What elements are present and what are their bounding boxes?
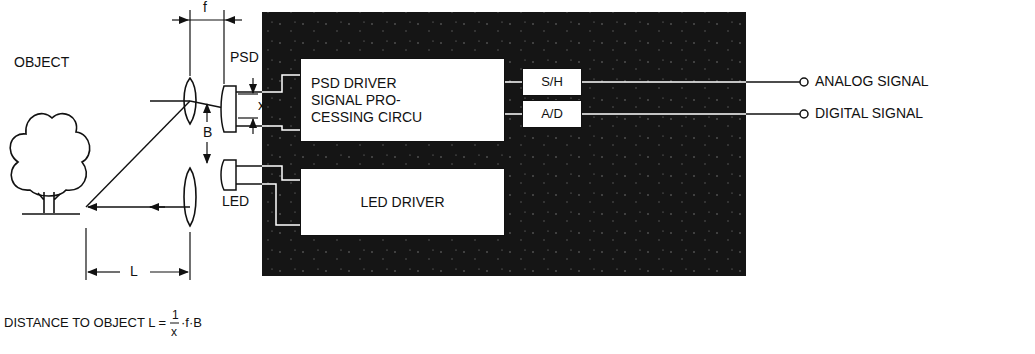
- housing: [262, 12, 746, 276]
- sensor: [221, 86, 236, 190]
- dimension-label: f: [203, 0, 207, 15]
- formula-text: ·f·B: [181, 315, 202, 330]
- converter-box: A/D: [522, 100, 582, 128]
- dimension-label: B: [203, 125, 212, 140]
- terminal: [800, 78, 808, 118]
- formula-text: 1: [172, 308, 179, 323]
- box-text: PSD DRIVER SIGNAL PRO- CESSING CIRCU: [311, 75, 431, 126]
- light-ray: [86, 101, 224, 207]
- formula-text: x: [171, 325, 177, 340]
- circuit-box: PSD DRIVER SIGNAL PRO- CESSING CIRCU: [300, 58, 505, 142]
- signal-label: DIGITAL SIGNAL: [815, 106, 923, 121]
- dimension-label: x: [258, 98, 265, 113]
- object-label: OBJECT: [14, 55, 69, 70]
- sample-hold-box: S/H: [522, 68, 582, 96]
- box-text: LED DRIVER: [360, 194, 444, 211]
- driver-box: LED DRIVER: [300, 168, 505, 236]
- lens: [184, 78, 196, 226]
- signal-label: ANALOG SIGNAL: [815, 74, 929, 89]
- tree-object: [10, 114, 90, 214]
- dimension-line: [86, 10, 258, 323]
- box-text: A/D: [541, 106, 563, 122]
- formula-text: DISTANCE TO OBJECT L =: [4, 315, 166, 330]
- part-label: PSD: [230, 50, 259, 65]
- dimension-label: L: [130, 264, 138, 279]
- box-text: S/H: [541, 74, 563, 90]
- part-label: LED: [222, 194, 249, 209]
